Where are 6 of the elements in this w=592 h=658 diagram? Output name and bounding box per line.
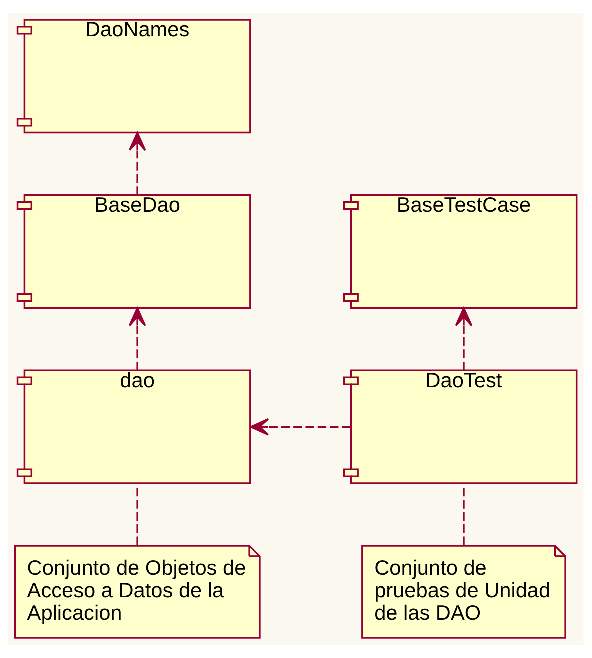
connector — [136, 484, 138, 546]
connector — [463, 484, 465, 546]
arrow — [250, 418, 351, 436]
arrow — [455, 308, 473, 370]
arrow — [128, 308, 146, 370]
arrow — [128, 132, 146, 196]
